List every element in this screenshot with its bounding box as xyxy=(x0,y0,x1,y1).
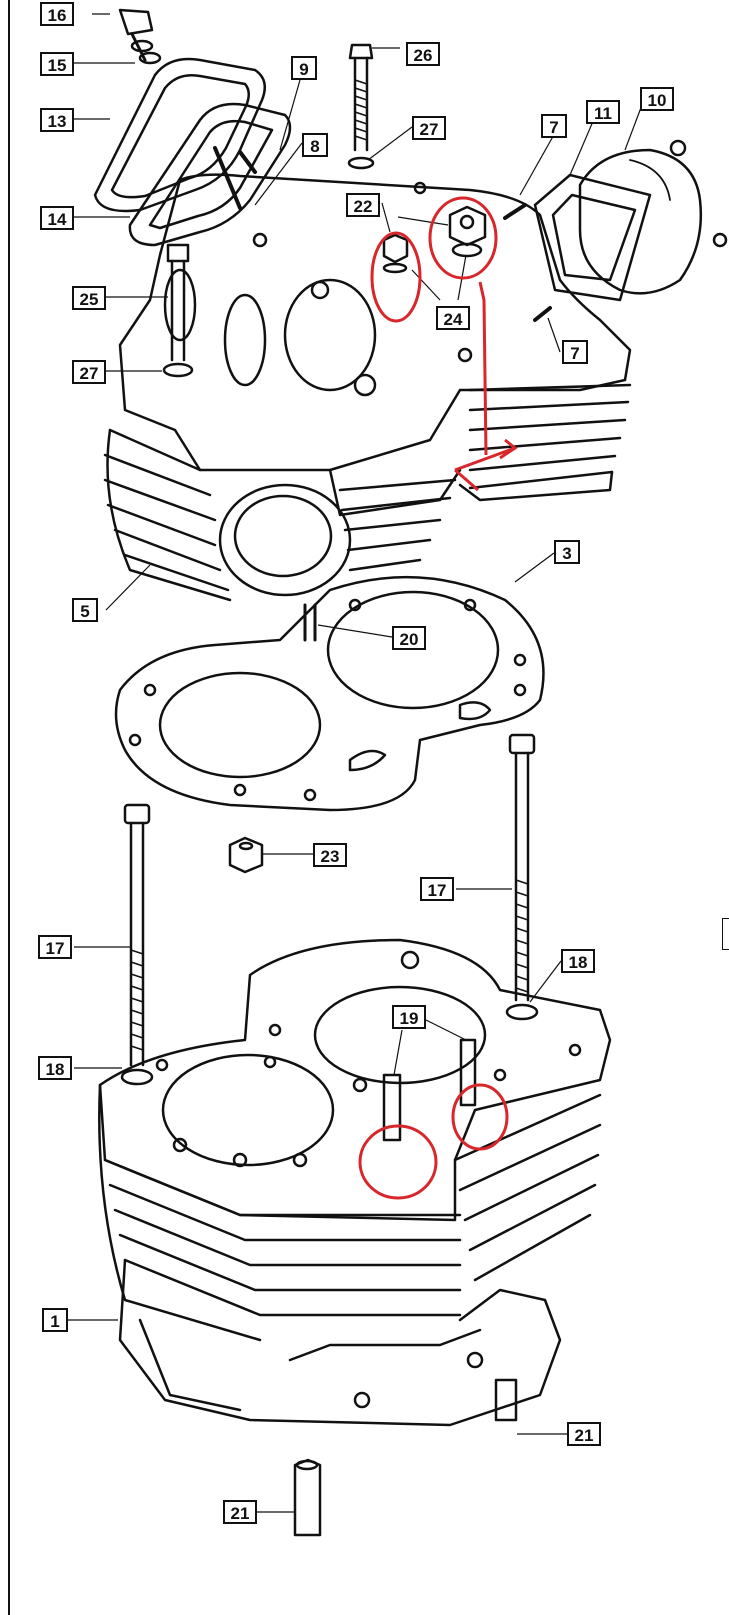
red-annotations xyxy=(358,196,518,1200)
bolt-25 xyxy=(162,243,194,378)
callout-14: 14 xyxy=(40,206,74,230)
highlight-circle-nut-22 xyxy=(370,231,422,323)
long-bolt-right xyxy=(505,733,539,1021)
stud-20 xyxy=(303,603,317,642)
stud-21-right xyxy=(494,1378,518,1422)
highlight-circle-dowel-right xyxy=(451,1083,509,1151)
callout-11: 11 xyxy=(586,100,620,124)
callout-17-right: 17 xyxy=(420,877,454,901)
callout-27-top: 27 xyxy=(412,116,446,140)
callout-17-left: 17 xyxy=(38,935,72,959)
callout-22: 22 xyxy=(346,193,380,217)
callout-19: 19 xyxy=(392,1005,426,1029)
callout-7-top: 7 xyxy=(541,114,567,138)
callout-7-bottom: 7 xyxy=(562,340,588,364)
callout-24: 24 xyxy=(436,306,470,330)
callout-13: 13 xyxy=(40,108,74,132)
dowels-19 xyxy=(382,1038,477,1142)
callout-9: 9 xyxy=(291,56,317,80)
callout-16: 16 xyxy=(40,2,74,26)
stud-21-lower xyxy=(293,1458,322,1537)
highlight-arrow-shaft xyxy=(478,281,488,456)
callout-21-bottom: 21 xyxy=(223,1500,257,1524)
callout-26: 26 xyxy=(406,42,440,66)
callout-3: 3 xyxy=(554,540,580,564)
highlight-arrow-head xyxy=(454,438,518,492)
highlight-circle-nut-24 xyxy=(428,196,498,280)
callout-20: 20 xyxy=(392,626,426,650)
rocker-inspection-cover xyxy=(503,139,728,322)
cylinder-head xyxy=(103,173,632,602)
nut-22 xyxy=(382,233,409,274)
page-edge-mark xyxy=(722,918,729,950)
page-left-border xyxy=(8,0,10,1615)
head-gasket xyxy=(114,575,545,812)
cylinder-block xyxy=(98,938,612,1427)
highlight-circle-dowel-left xyxy=(358,1124,438,1200)
callout-23: 23 xyxy=(313,843,347,867)
callout-21-right: 21 xyxy=(567,1422,601,1446)
long-bolt-left xyxy=(120,803,154,1086)
cover-bolt-16 xyxy=(118,8,162,65)
callout-27-left: 27 xyxy=(72,360,106,384)
callout-5: 5 xyxy=(72,598,98,622)
callout-10: 10 xyxy=(640,87,674,111)
nut-24 xyxy=(448,205,487,258)
nut-23 xyxy=(228,836,264,874)
rocker-cover-plate xyxy=(128,102,292,247)
callout-8: 8 xyxy=(302,133,328,157)
callout-15: 15 xyxy=(40,52,74,76)
callout-25: 25 xyxy=(72,286,106,310)
bolt-26 xyxy=(347,43,375,170)
callout-1: 1 xyxy=(42,1308,68,1332)
callout-18-right: 18 xyxy=(561,949,595,973)
leader-lines xyxy=(68,13,646,1513)
callout-18-left: 18 xyxy=(38,1056,72,1080)
